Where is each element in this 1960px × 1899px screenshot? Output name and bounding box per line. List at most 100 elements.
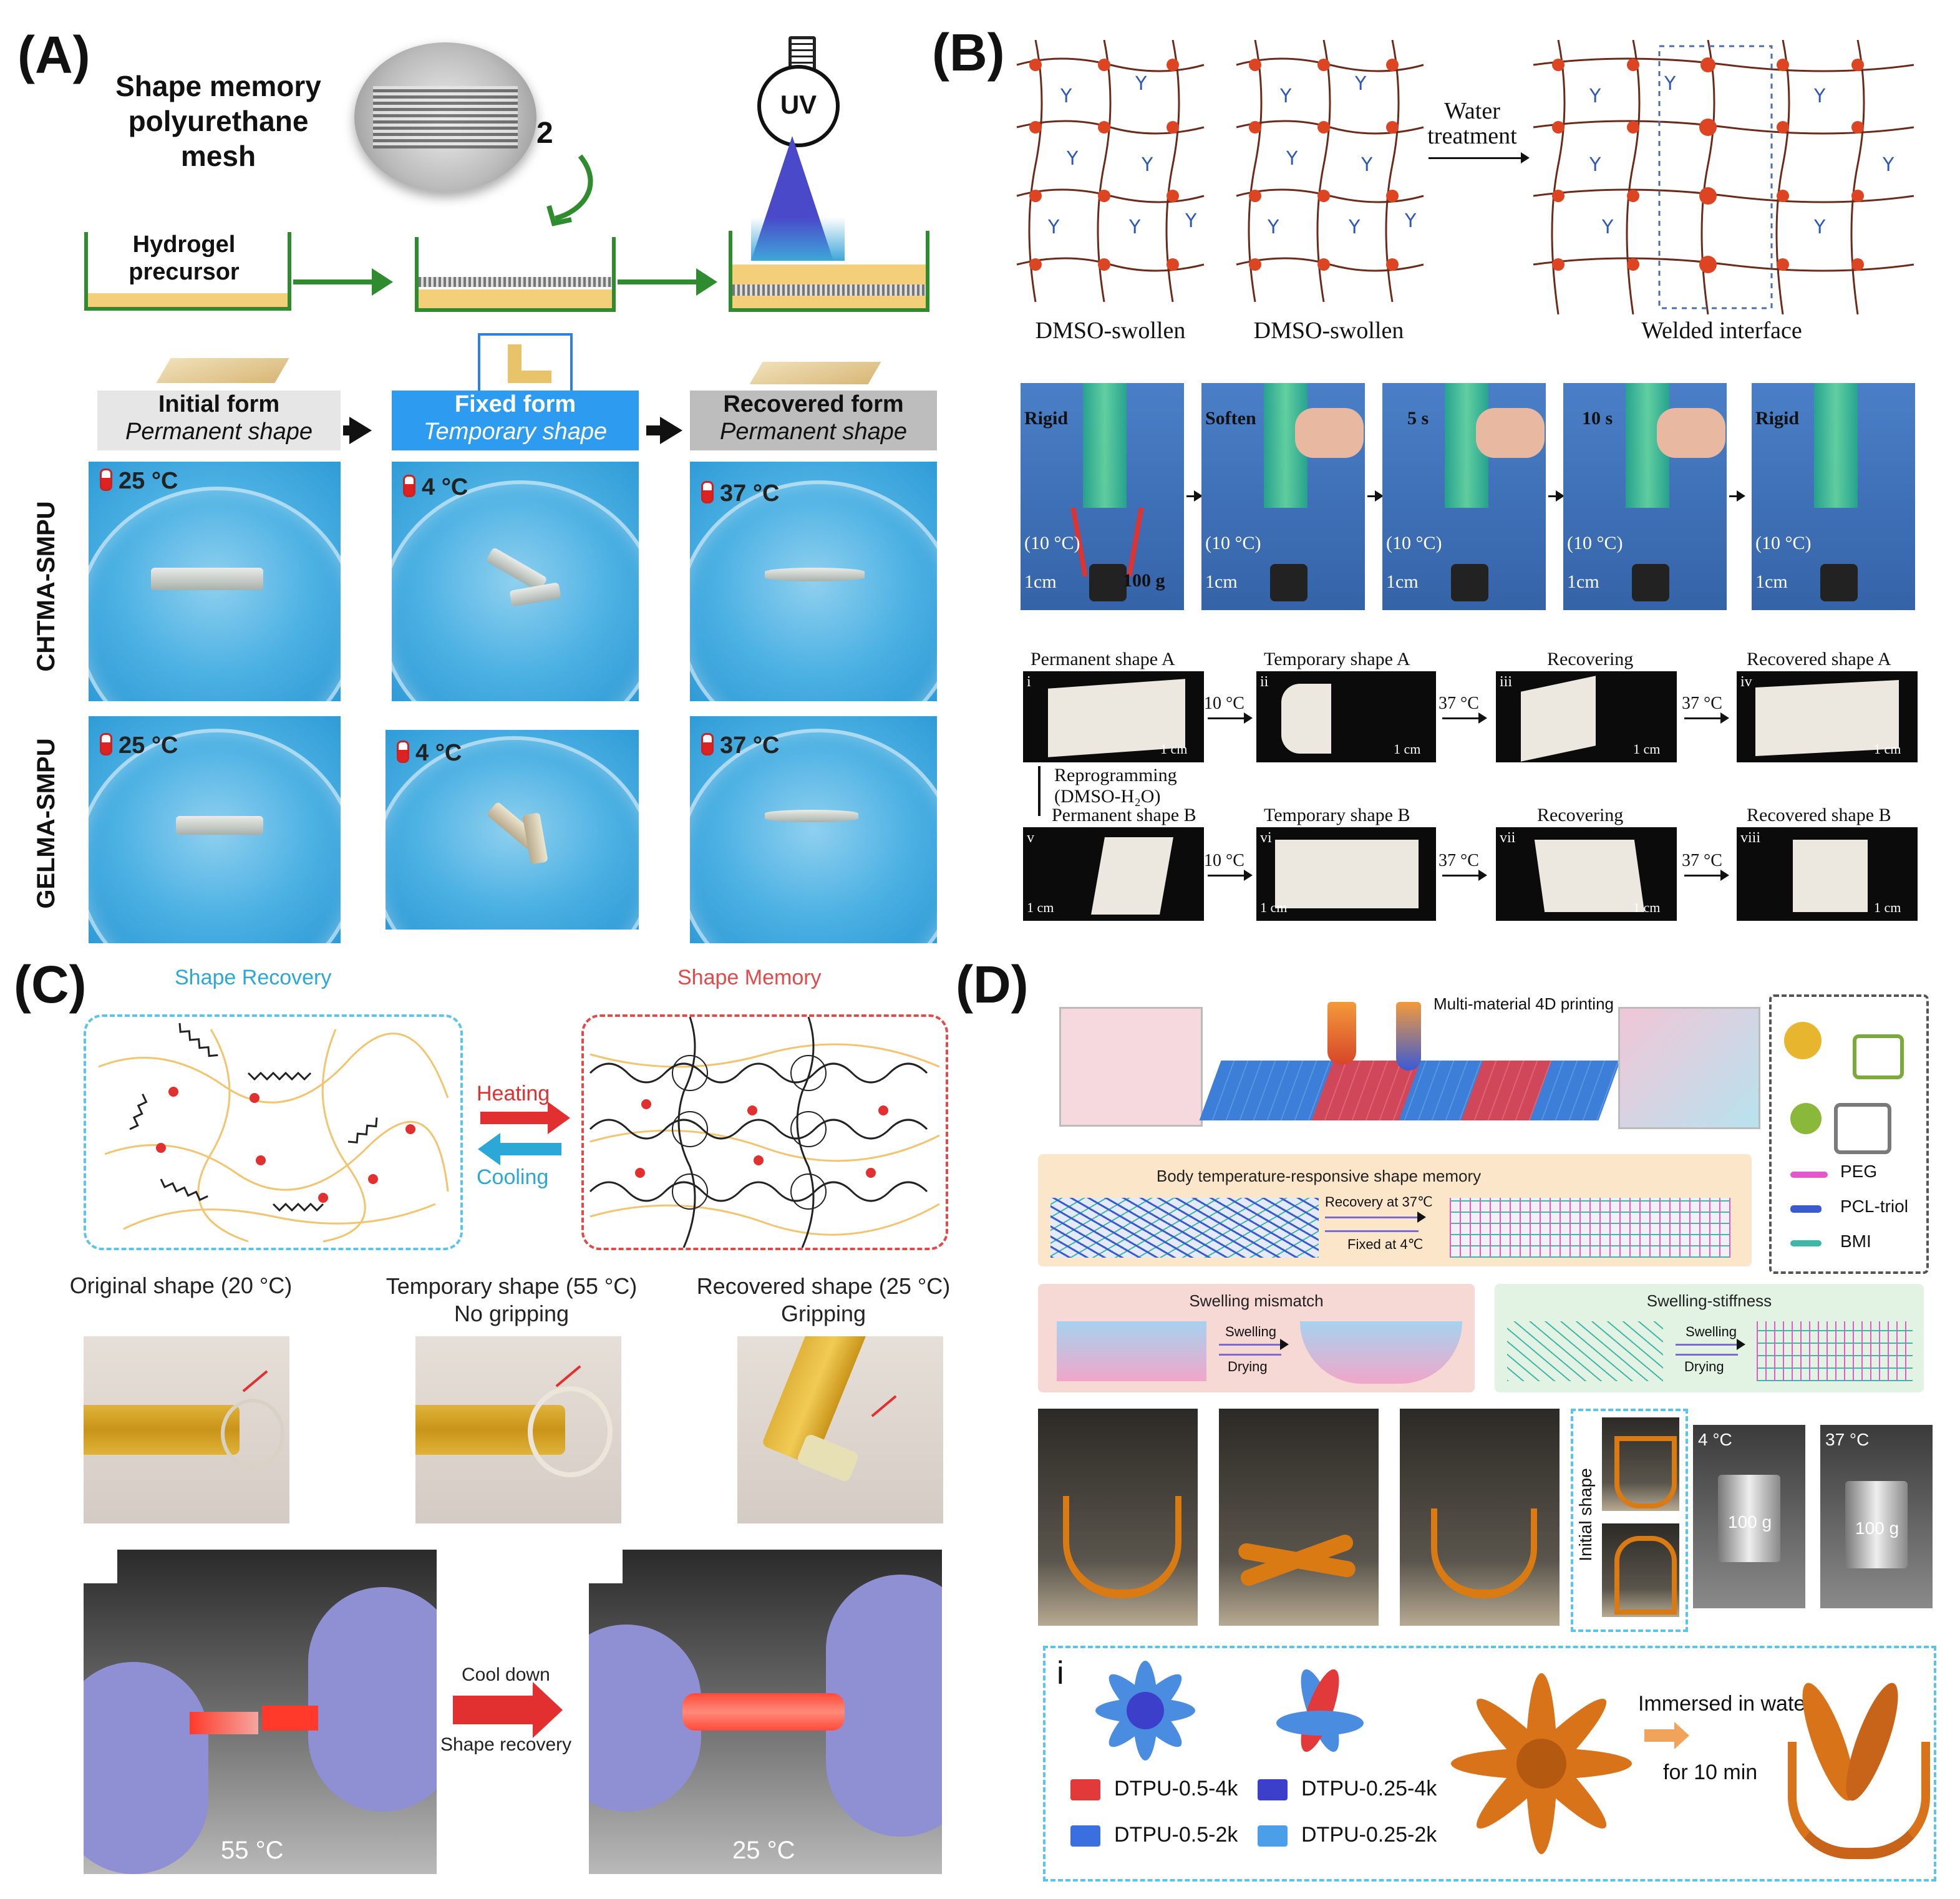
photo-gelma-37: 37 °C: [690, 716, 937, 943]
d-photo-weight-4: 4 °C 100 g: [1693, 1425, 1805, 1608]
pcl-swatch: [1790, 1205, 1822, 1213]
body-temp-box: Body temperature-responsive shape memory…: [1038, 1154, 1752, 1266]
caption-line1: Original shape (20 °C): [69, 1273, 293, 1298]
immersed-arrow-icon: [1644, 1722, 1689, 1749]
seq-photo-iii: iii 1 cm: [1496, 671, 1677, 762]
b-photo-5: Rigid (10 °C) 1cm: [1752, 383, 1915, 610]
b-photo-weight: 100 g: [1123, 570, 1165, 591]
b-photo-2: Soften (10 °C) 1cm: [1201, 383, 1365, 610]
photo-gelma-25: 25 °C: [89, 716, 341, 943]
c-photo-55: 55 °C: [84, 1550, 437, 1874]
caption-original: Original shape (20 °C): [50, 1273, 312, 1299]
svg-text:Y: Y: [1813, 85, 1826, 107]
d-photo-flower-1: [1038, 1409, 1198, 1626]
swelling-stiffness-box: Swelling-stiffness Swelling Drying: [1495, 1284, 1924, 1392]
cooling-arrow-icon: [478, 1133, 561, 1165]
trough-3: [729, 231, 929, 312]
b-photo-state: Rigid: [1755, 408, 1800, 429]
seq-title: Temporary shape B: [1264, 805, 1410, 825]
network-inset-left: [1059, 1007, 1203, 1127]
mesh-title: Shape memory polyurethane mesh: [100, 69, 337, 173]
seq-title: Recovering: [1537, 805, 1624, 825]
peg-swatch: [1790, 1172, 1828, 1178]
seq-arrow-temp: 37 °C: [1682, 694, 1722, 713]
nozzle-red-icon: [1327, 1002, 1356, 1064]
trough-label-line2: precursor: [129, 259, 240, 285]
panel-d-letter: (D): [956, 955, 1029, 1014]
temp-label: 37 °C: [720, 732, 780, 759]
seq-arrow: [1442, 712, 1487, 724]
seq-title: Recovered shape B: [1747, 805, 1891, 825]
recovered-form-subtitle: Permanent shape: [720, 419, 907, 445]
svg-text:Y: Y: [1279, 85, 1292, 107]
seq-arrow-temp: 37 °C: [1682, 851, 1722, 870]
seq-photo-iv: iv 1 cm: [1737, 671, 1918, 762]
form-arrow-2: [660, 417, 682, 444]
b-photo-temp: (10 °C): [1386, 533, 1442, 553]
swelling-mismatch-box: Swelling mismatch Swelling Drying: [1038, 1284, 1475, 1392]
initial-shape-icon: [156, 358, 289, 383]
reprogramming-label: Reprogramming (DMSO-H₂O): [1054, 765, 1177, 807]
svg-text:Y: Y: [1047, 216, 1060, 238]
d-photo-weight-37: 37 °C 100 g: [1820, 1425, 1933, 1608]
weight-temp: 4 °C: [1698, 1430, 1732, 1449]
recovery-arrow: [1325, 1212, 1426, 1223]
seq-roman: vi: [1260, 830, 1272, 846]
material-label-2: DTPU-0.25-4k: [1301, 1777, 1437, 1800]
network-label-3: Welded interface: [1641, 318, 1802, 344]
photo-chtma-25: 25 °C: [89, 462, 341, 701]
svg-text:Y: Y: [1813, 216, 1826, 238]
swelling-label: Swelling: [1225, 1324, 1276, 1339]
caption-line2: No gripping: [454, 1301, 570, 1326]
panel-c-letter: (C): [14, 955, 87, 1014]
recovered-form-label: Recovered form Permanent shape: [690, 391, 937, 450]
legend-box: PEG PCL-triol BMI: [1769, 994, 1929, 1274]
green-arrow-1: [293, 268, 393, 296]
c-photo-temp: 55 °C: [221, 1837, 284, 1864]
weight-label: 100 g: [1855, 1518, 1899, 1538]
initial-shape-label: Initial shape: [1576, 1468, 1595, 1561]
seq-roman: iii: [1500, 674, 1513, 690]
seq-arrow-temp: 37 °C: [1438, 851, 1479, 870]
water-treatment-line1: Water: [1444, 98, 1500, 124]
drying-arrow: [1676, 1354, 1738, 1356]
fixed-shape-icon: [478, 333, 573, 396]
seq-roman: i: [1027, 674, 1031, 690]
weight-temp: 37 °C: [1825, 1430, 1870, 1449]
b-photo-temp: (10 °C): [1567, 533, 1623, 553]
fixed-form-title: Fixed form: [454, 391, 576, 417]
drying-arrow: [1219, 1354, 1281, 1356]
c-photo-25: 25 °C: [589, 1550, 942, 1874]
caption-line1: Temporary shape (55 °C): [386, 1273, 638, 1299]
seq-photo-vii: vii 1 cm: [1496, 827, 1677, 921]
material-swatch-1: [1070, 1779, 1100, 1800]
b-photo-scale: 1cm: [1386, 571, 1419, 592]
seq-arrow: [1684, 712, 1729, 724]
reprogramming-line1: Reprogramming: [1054, 765, 1177, 785]
recovered-shape-icon: [749, 362, 881, 384]
recovery-at-label: Recovery at 37℃: [1325, 1194, 1433, 1210]
material-swatch-3: [1070, 1825, 1100, 1847]
network-inset-right: [1618, 1007, 1760, 1129]
c-photo-temp: 25 °C: [732, 1837, 795, 1864]
b-photo-scale: 1cm: [1205, 571, 1238, 592]
drying-label: Drying: [1228, 1359, 1268, 1374]
b-photo-arrow: [1548, 490, 1565, 502]
row-label-chtma: CHTMA-SMPU: [32, 501, 60, 672]
seq-arrow-temp: 10 °C: [1204, 694, 1244, 713]
initial-shape-box: Initial shape: [1571, 1409, 1688, 1632]
bmi-swatch: [1790, 1240, 1822, 1246]
caption-line1: Recovered shape (25 °C): [696, 1273, 951, 1299]
swelling-label: Swelling: [1686, 1324, 1737, 1339]
trough-label: Hydrogel precursor: [84, 231, 284, 286]
material-label-4: DTPU-0.25-2k: [1301, 1823, 1437, 1847]
seq-scale: 1 cm: [1394, 741, 1421, 757]
seq-roman: v: [1027, 830, 1034, 846]
seq-title: Recovered shape A: [1747, 649, 1891, 669]
swelling-arrow: [1676, 1339, 1745, 1350]
temp-label: 37 °C: [720, 480, 780, 507]
b-photo-arrow: [1186, 490, 1203, 502]
caption-line2: Gripping: [780, 1301, 866, 1326]
